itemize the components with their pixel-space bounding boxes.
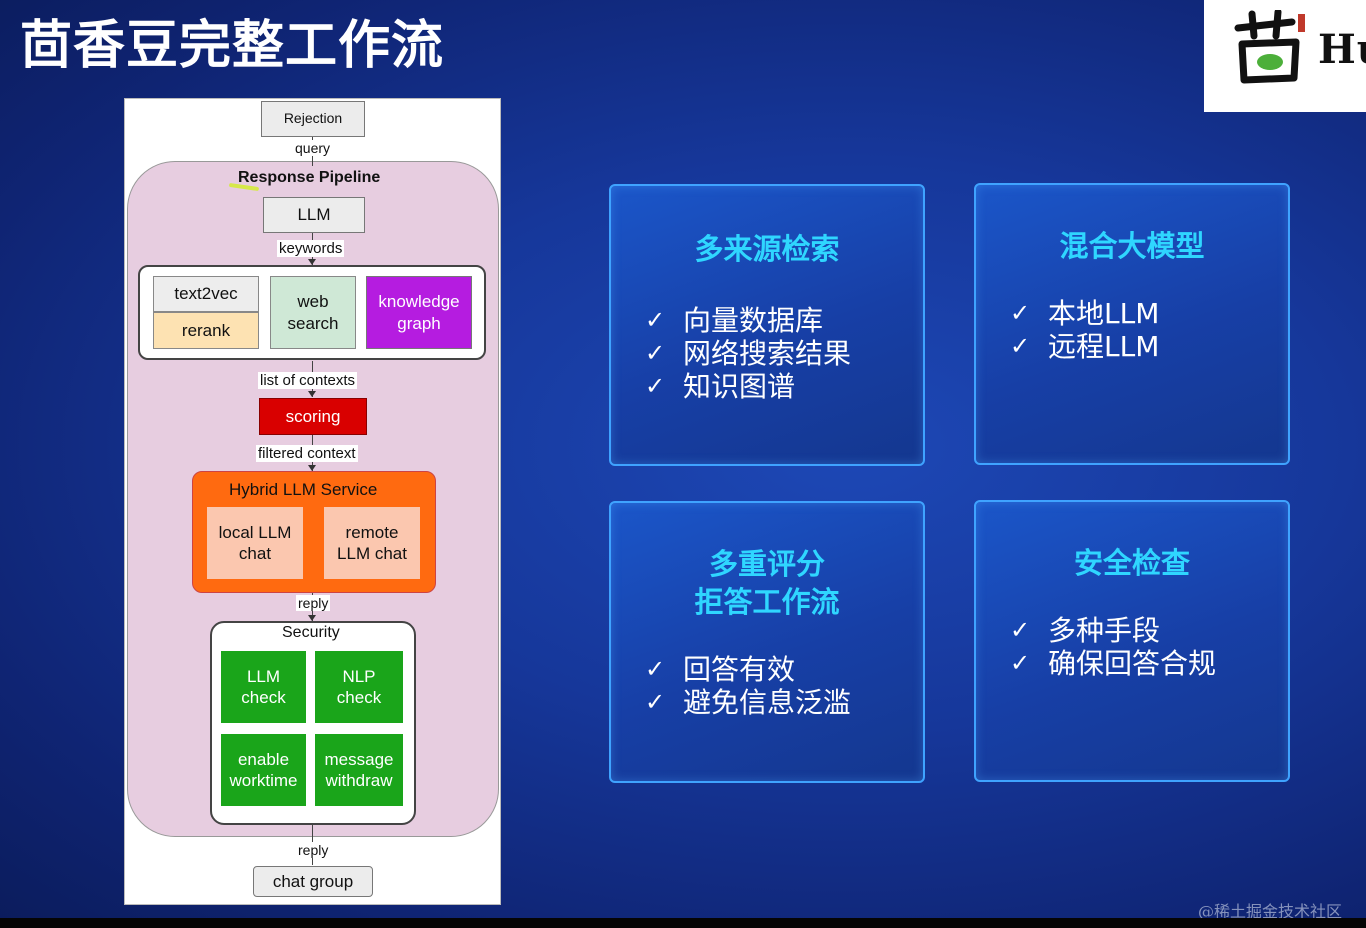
feature-card-multi-source-retrieval: 多来源检索 ✓ 向量数据库 ✓ 网络搜索结果 ✓ 知识图谱 bbox=[609, 184, 925, 466]
security-title: Security bbox=[282, 624, 340, 641]
remote-llm-line-2: LLM chat bbox=[337, 544, 407, 563]
feature-card-hybrid-llm: 混合大模型 ✓ 本地LLM ✓ 远程LLM bbox=[974, 183, 1290, 465]
message-withdraw-line-1: message bbox=[324, 749, 394, 769]
list-item-text: 知识图谱 bbox=[683, 370, 796, 403]
arrow-down-icon bbox=[308, 615, 316, 621]
knowledge-graph-node: knowledge graph bbox=[366, 276, 472, 349]
rejection-node: Rejection bbox=[261, 101, 365, 137]
local-llm-line-1: local LLM bbox=[218, 522, 292, 542]
pipeline-title: Response Pipeline bbox=[238, 169, 381, 186]
card-item-list: ✓ 多种手段 ✓ 确保回答合规 bbox=[1010, 614, 1216, 680]
list-item: ✓ 避免信息泛滥 bbox=[645, 686, 851, 719]
hybrid-llm-title: Hybrid LLM Service bbox=[229, 480, 378, 499]
check-icon: ✓ bbox=[645, 372, 666, 400]
arrow-down-icon bbox=[308, 465, 316, 471]
feature-card-scoring-rejection: 多重评分 拒答工作流 ✓ 回答有效 ✓ 避免信息泛滥 bbox=[609, 501, 925, 783]
list-item: ✓ 向量数据库 bbox=[645, 304, 851, 337]
list-item-text: 向量数据库 bbox=[683, 304, 824, 337]
message-withdraw-node: message withdraw bbox=[315, 734, 403, 806]
llm-check-node: LLM check bbox=[221, 651, 306, 723]
check-icon: ✓ bbox=[645, 339, 666, 367]
edge-label-keywords: keywords bbox=[277, 240, 345, 257]
edge-label-query: query bbox=[293, 140, 333, 156]
scoring-node: scoring bbox=[259, 398, 367, 435]
llm-node: LLM bbox=[263, 197, 365, 233]
arrow-down-icon bbox=[308, 259, 316, 265]
logo-text: Hu bbox=[1318, 26, 1366, 73]
nlp-check-node: NLP check bbox=[315, 651, 403, 723]
fennel-logo-icon bbox=[1234, 10, 1305, 84]
list-item-text: 多种手段 bbox=[1048, 614, 1161, 647]
edge-label-list-of-contexts: list of contexts bbox=[258, 372, 358, 389]
slide-title: 茴香豆完整工作流 bbox=[20, 16, 445, 76]
card-title: 安全检查 bbox=[1073, 546, 1190, 580]
check-icon: ✓ bbox=[645, 688, 666, 716]
check-icon: ✓ bbox=[1010, 616, 1031, 644]
local-llm-chat-node: local LLM chat bbox=[207, 507, 303, 579]
check-icon: ✓ bbox=[1010, 332, 1031, 360]
check-icon: ✓ bbox=[1010, 649, 1031, 677]
list-item-text: 本地LLM bbox=[1048, 297, 1160, 330]
check-icon: ✓ bbox=[645, 306, 666, 334]
check-icon: ✓ bbox=[1010, 299, 1031, 327]
list-item: ✓ 网络搜索结果 bbox=[645, 337, 851, 370]
web-search-node: web search bbox=[270, 276, 356, 349]
edge-label-reply-final: reply bbox=[296, 842, 331, 858]
edge-label-filtered-context: filtered context bbox=[256, 445, 358, 462]
list-item-text: 确保回答合规 bbox=[1048, 647, 1217, 680]
web-search-line-2: search bbox=[287, 313, 339, 333]
web-search-line-1: web bbox=[297, 292, 329, 312]
knowledge-graph-line-2: graph bbox=[397, 313, 441, 333]
enable-worktime-line-1: enable bbox=[237, 749, 290, 769]
brand-logo: Hu bbox=[1204, 0, 1366, 112]
arrow-down-icon bbox=[308, 391, 316, 397]
list-item: ✓ 知识图谱 bbox=[645, 370, 851, 403]
knowledge-graph-line-1: knowledge bbox=[378, 292, 460, 312]
bottom-bar bbox=[0, 918, 1366, 928]
workflow-diagram: Rejection query Response Pipeline LLM ke… bbox=[124, 98, 501, 905]
list-item-text: 避免信息泛滥 bbox=[683, 686, 852, 719]
list-item-text: 远程LLM bbox=[1048, 330, 1160, 363]
local-llm-line-2: chat bbox=[238, 544, 272, 563]
card-item-list: ✓ 回答有效 ✓ 避免信息泛滥 bbox=[645, 653, 851, 719]
list-item: ✓ 多种手段 bbox=[1010, 614, 1216, 647]
list-item-text: 回答有效 bbox=[683, 653, 796, 686]
rerank-node: rerank bbox=[153, 312, 259, 349]
feature-card-security-check: 安全检查 ✓ 多种手段 ✓ 确保回答合规 bbox=[974, 500, 1290, 782]
edge-label-reply: reply bbox=[296, 595, 331, 611]
card-title: 多来源检索 bbox=[694, 232, 840, 266]
list-item: ✓ 回答有效 bbox=[645, 653, 851, 686]
card-item-list: ✓ 本地LLM ✓ 远程LLM bbox=[1010, 297, 1159, 363]
chat-group-node: chat group bbox=[253, 866, 373, 897]
llm-check-line-2: check bbox=[241, 688, 286, 707]
llm-check-line-1: LLM bbox=[246, 666, 281, 686]
nlp-check-line-1: NLP bbox=[342, 666, 376, 686]
enable-worktime-line-2: worktime bbox=[229, 771, 298, 790]
enable-worktime-node: enable worktime bbox=[221, 734, 306, 806]
list-item: ✓ 确保回答合规 bbox=[1010, 647, 1216, 680]
message-withdraw-line-2: withdraw bbox=[325, 771, 393, 790]
card-title: 多重评分 拒答工作流 bbox=[694, 547, 840, 619]
list-item: ✓ 远程LLM bbox=[1010, 330, 1159, 363]
check-icon: ✓ bbox=[645, 655, 666, 683]
text2vec-node: text2vec bbox=[153, 276, 259, 312]
list-item: ✓ 本地LLM bbox=[1010, 297, 1159, 330]
list-item-text: 网络搜索结果 bbox=[683, 337, 852, 370]
card-title: 混合大模型 bbox=[1059, 229, 1205, 263]
watermark: @稀土掘金技术社区 bbox=[1198, 902, 1343, 921]
card-item-list: ✓ 向量数据库 ✓ 网络搜索结果 ✓ 知识图谱 bbox=[645, 304, 851, 403]
remote-llm-chat-node: remote LLM chat bbox=[324, 507, 420, 579]
remote-llm-line-1: remote bbox=[345, 522, 399, 542]
nlp-check-line-2: check bbox=[336, 688, 382, 707]
